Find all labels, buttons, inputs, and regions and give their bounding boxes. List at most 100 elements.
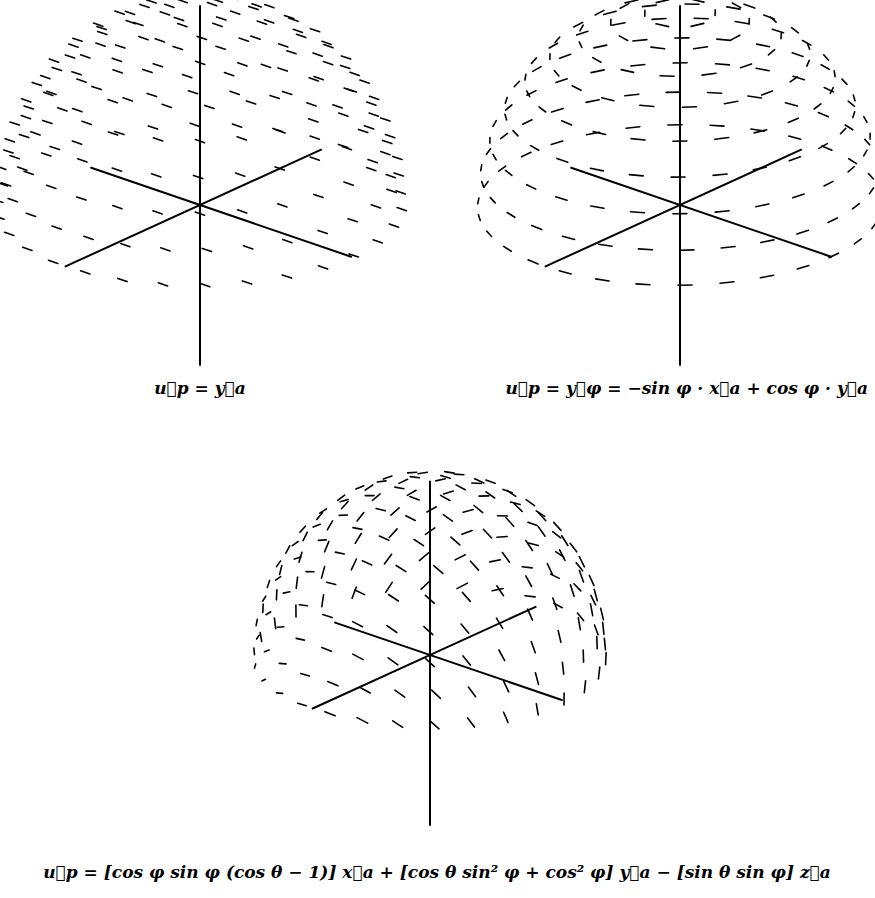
field-dash [49, 59, 58, 62]
field-dash [716, 64, 730, 65]
field-dash [399, 479, 408, 483]
field-dash [244, 246, 253, 249]
field-dash [528, 260, 538, 264]
field-dash [483, 529, 491, 538]
field-dash [529, 543, 539, 546]
field-dash [216, 46, 225, 49]
field-dash [8, 199, 17, 202]
field-dash [523, 120, 532, 125]
field-dash [194, 175, 203, 178]
field-dash [708, 92, 722, 94]
field-dash [396, 191, 405, 194]
field-dash [591, 206, 604, 208]
field-dash [673, 62, 687, 64]
field-dash [303, 532, 307, 541]
field-dash [174, 17, 183, 20]
field-dash [849, 159, 857, 164]
field-dash [112, 58, 121, 61]
field-dash [69, 44, 78, 47]
y-axis [91, 168, 351, 257]
field-dash [772, 29, 783, 33]
field-dash [610, 19, 612, 25]
field-dash [594, 45, 607, 48]
field-dash [848, 167, 854, 172]
field-dash [562, 121, 572, 125]
field-dash [479, 495, 489, 497]
field-dash [386, 582, 393, 592]
field-dash [780, 33, 782, 39]
field-dash [318, 266, 327, 269]
field-dash [554, 522, 561, 530]
field-dash [744, 4, 755, 8]
field-dash [502, 553, 509, 563]
field-dash [678, 284, 692, 286]
field-dash [123, 98, 132, 101]
field-dash [339, 113, 348, 116]
field-dash [348, 219, 357, 222]
field-dash [257, 635, 260, 639]
field-dash [173, 46, 182, 49]
field-dash [295, 605, 297, 617]
field-dash [306, 571, 314, 573]
field-dash [822, 146, 832, 150]
field-dash [539, 107, 546, 112]
field-dash [365, 485, 373, 490]
field-dash [717, 39, 731, 40]
field-dash [603, 622, 604, 634]
field-dash [239, 38, 248, 41]
field-dash [854, 239, 861, 244]
field-dash [283, 240, 292, 243]
field-dash [277, 626, 283, 628]
field-dash [426, 659, 435, 667]
field-dash [793, 194, 804, 198]
field-dash [323, 615, 332, 618]
field-dash [143, 69, 152, 72]
field-dash [492, 589, 503, 591]
field-dash [803, 41, 811, 46]
z-axis [679, 6, 681, 365]
field-dash [386, 175, 395, 178]
field-dash [556, 197, 567, 201]
field-dash [432, 690, 441, 698]
field-dash [824, 181, 833, 186]
field-dash [19, 134, 28, 137]
field-dash [395, 690, 405, 697]
field-dash [287, 51, 296, 54]
field-dash [788, 118, 798, 122]
field-dash [626, 127, 640, 129]
field-dash [322, 41, 331, 44]
field-dash [504, 712, 508, 722]
field-dash [286, 546, 290, 553]
field-dash [498, 515, 508, 517]
field-dash [195, 140, 204, 143]
field-dash [461, 624, 469, 633]
field-dash [599, 244, 613, 246]
field-dash [23, 247, 32, 250]
field-dash [349, 254, 358, 257]
field-dash [296, 638, 304, 640]
field-dash [273, 128, 282, 131]
field-dash [213, 0, 222, 2]
field-dash [486, 492, 495, 498]
field-dash [299, 552, 302, 562]
field-dash [314, 194, 323, 197]
field-dash [379, 536, 389, 540]
field-dash [528, 522, 537, 525]
field-dash [468, 687, 475, 697]
field-dash [591, 168, 604, 171]
field-dash [691, 23, 704, 26]
field-dash [389, 595, 399, 602]
field-dash [262, 604, 264, 612]
field-dash [656, 24, 669, 27]
field-dash [162, 104, 171, 107]
field-dash [487, 149, 491, 155]
field-dash [82, 121, 91, 124]
field-dash [493, 154, 496, 160]
field-dash [792, 28, 799, 33]
field-dash [487, 231, 492, 236]
field-dash [10, 156, 19, 159]
field-dash [261, 64, 270, 67]
field-dash [383, 140, 392, 143]
field-dash [213, 23, 222, 26]
field-dash [455, 555, 465, 560]
